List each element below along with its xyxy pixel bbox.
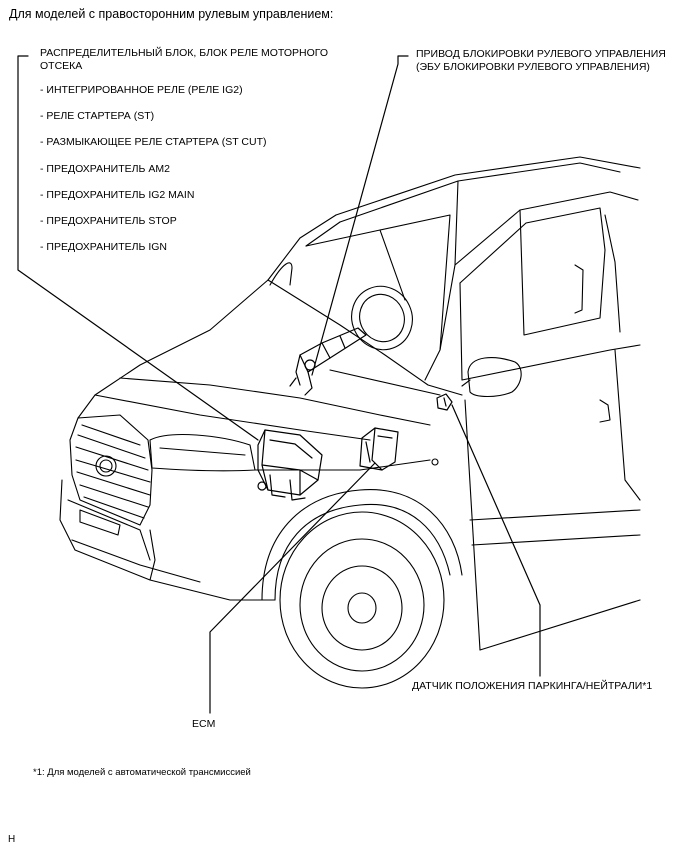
park-neutral-sensor-leader xyxy=(451,404,541,677)
steering-lock-actuator-icon xyxy=(289,327,367,396)
park-neutral-sensor-label: ДАТЧИК ПОЛОЖЕНИЯ ПАРКИНГА/НЕЙТРАЛИ*1 xyxy=(412,680,653,692)
relay-block-item: - ПРЕДОХРАНИТЕЛЬ IG2 MAIN xyxy=(40,189,195,201)
relay-block-label-line2: ОТСЕКА xyxy=(40,60,83,72)
footnote: *1: Для моделей с автоматической трансми… xyxy=(33,767,251,778)
relay-block-label-line1: РАСПРЕДЕЛИТЕЛЬНЫЙ БЛОК, БЛОК РЕЛЕ МОТОРН… xyxy=(40,47,329,59)
steering-lock-label-line2: (ЭБУ БЛОКИРОВКИ РУЛЕВОГО УПРАВЛЕНИЯ) xyxy=(416,61,650,73)
steering-lock-label-line1: ПРИВОД БЛОКИРОВКИ РУЛЕВОГО УПРАВЛЕНИЯ xyxy=(416,48,666,60)
diagram-title: Для моделей с правосторонним рулевым упр… xyxy=(9,7,334,21)
relay-block-item: - ПРЕДОХРАНИТЕЛЬ IGN xyxy=(40,241,167,253)
ecm-leader xyxy=(209,462,376,714)
steering-lock-leader xyxy=(311,55,409,376)
ecm-label: ECM xyxy=(192,718,216,730)
relay-block-item: - ИНТЕГРИРОВАННОЕ РЕЛЕ (РЕЛЕ IG2) xyxy=(40,84,243,96)
relay-block-leader xyxy=(17,55,259,441)
relay-block-item: - РАЗМЫКАЮЩЕЕ РЕЛЕ СТАРТЕРА (ST CUT) xyxy=(40,136,267,148)
relay-block-item: - РЕЛЕ СТАРТЕРА (ST) xyxy=(40,110,155,122)
leader-lines xyxy=(17,55,541,714)
vehicle-body xyxy=(59,156,641,689)
relay-block-item: - ПРЕДОХРАНИТЕЛЬ STOP xyxy=(40,215,177,227)
relay-block-icon xyxy=(257,429,323,501)
relay-block-item: - ПРЕДОХРАНИТЕЛЬ AM2 xyxy=(40,163,170,175)
park-neutral-sensor-icon xyxy=(436,393,453,411)
corner-mark: H xyxy=(8,834,16,845)
ecm-icon xyxy=(359,427,399,471)
